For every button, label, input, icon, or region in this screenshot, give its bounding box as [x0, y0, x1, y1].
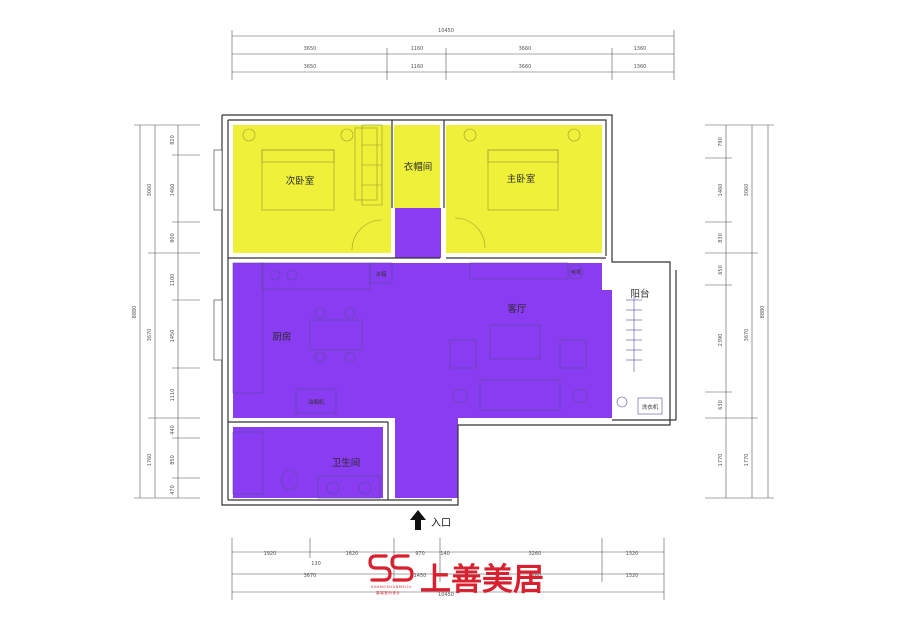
second-bedroom-nightstand-lamp [242, 128, 256, 142]
dim-top-row1-b: 1160 [411, 46, 424, 52]
dim-bottom-row1-f: 1320 [626, 551, 639, 557]
logo-romanized: SHANGSHANMEIJU [371, 585, 412, 589]
dim-right-lower: 1770 [718, 454, 724, 467]
dim-right-upper-3: 830 [718, 233, 724, 243]
ss-monogram-icon [368, 554, 414, 582]
brand-logo: SHANGSHANMEIJU 高端室内设计 上善美居 [368, 554, 544, 598]
armchair-right [559, 339, 587, 369]
dim-bottom-row1-e: 3260 [529, 551, 542, 557]
dim-bottom-row2-a: 3670 [304, 573, 317, 579]
dim-bottom-row1-c: 970 [415, 551, 425, 557]
up-arrow-icon [410, 510, 426, 530]
label-living-room: 客厅 [507, 303, 527, 315]
logo-name: 上善美居 [420, 562, 544, 598]
label-walk-in-closet: 衣帽间 [404, 161, 433, 173]
label-washer: 洗衣机 [642, 403, 659, 411]
dim-top-row2-c: 3660 [519, 64, 532, 70]
dining-table [309, 319, 363, 351]
armchair-left [449, 339, 477, 369]
dim-top-row1-a: 3650 [304, 46, 317, 52]
label-kitchen: 厨房 [272, 331, 291, 343]
fixture-labels: 冰箱 电视 油烟机 洗衣机 [308, 268, 659, 411]
entry-label: 入口 [431, 518, 451, 529]
label-master-bedroom: 主卧室 [507, 173, 536, 185]
dim-bottom-row1-b: 1620 [346, 551, 359, 557]
dim-bottom-row1-a: 1920 [264, 551, 277, 557]
dim-right-upper-total: 3060 [744, 184, 750, 197]
dim-left-upper-3: 800 [170, 233, 176, 243]
label-second-bedroom: 次卧室 [286, 175, 315, 187]
second-bedroom-zone [233, 125, 391, 253]
bathroom-zone [233, 427, 383, 498]
furniture [232, 124, 663, 499]
dim-left-upper-2: 1460 [170, 184, 176, 197]
dim-left-upper-total: 3060 [147, 184, 153, 197]
bottom-dimensions: 1920 1620 970 140 3260 1320 130 3670 145… [231, 538, 665, 600]
living-sofa [479, 379, 561, 411]
dim-top-row1-c: 3660 [519, 46, 532, 52]
dim-right-mid-total: 3670 [744, 329, 750, 342]
dim-left-lower-3: 470 [170, 485, 176, 495]
dim-left-mid-1: 1100 [170, 274, 176, 287]
master-bedroom-zone [446, 125, 602, 253]
coffee-table [489, 324, 541, 360]
dim-right-mid-3: 630 [718, 400, 724, 410]
dim-right-upper-1: 790 [718, 137, 724, 147]
logo-tagline: 高端室内设计 [376, 590, 401, 595]
room-labels: 次卧室 衣帽间 主卧室 厨房 客厅 阳台 卫生间 [272, 161, 649, 469]
dim-right-outer: 8880 [760, 306, 766, 319]
dim-top-total: 10450 [438, 28, 454, 34]
dim-left-upper-1: 820 [170, 135, 176, 145]
dim-right-upper-2: 1460 [718, 184, 724, 197]
right-dimensions: 8880 3060 3670 1770 790 1460 830 650 239… [705, 124, 774, 499]
dim-left-lower-2: 850 [170, 455, 176, 465]
zones [233, 125, 612, 498]
dim-left-outer: 8880 [132, 306, 138, 319]
label-fridge: 冰箱 [375, 270, 387, 278]
dim-top-row2-d: 1360 [634, 64, 647, 70]
dim-bottom-row2-d: 1320 [626, 573, 639, 579]
dim-bottom-row2-c: 3260 [529, 573, 542, 579]
label-range-hood: 油烟机 [308, 398, 325, 406]
dim-left-lower-1: 440 [170, 425, 176, 435]
dim-right-mid-2: 2390 [718, 334, 724, 347]
dim-left-mid-total: 3670 [147, 329, 153, 342]
top-dimensions: 10450 3650 1160 3660 1360 3650 1160 3660… [231, 28, 675, 80]
walk-in-closet-zone [394, 125, 440, 208]
second-bedroom-door-swing [351, 219, 383, 251]
dim-bottom-row2-b: 1450 [414, 573, 427, 579]
walls [213, 114, 677, 506]
dim-top-row2-b: 1160 [411, 64, 424, 70]
dim-bottom-total: 10450 [438, 592, 454, 598]
dim-bottom-row1-d: 140 [440, 551, 450, 557]
tv-cabinet [469, 262, 569, 280]
living-kitchen-zone [233, 263, 612, 498]
corridor-zone [395, 208, 441, 258]
dim-top-row1-d: 1360 [634, 46, 647, 52]
label-bathroom: 卫生间 [332, 457, 361, 469]
label-balcony: 阳台 [630, 288, 649, 300]
dim-left-mid-2: 1450 [170, 330, 176, 343]
dim-left-lower-total: 1760 [147, 454, 153, 467]
dim-top-row2-a: 3650 [304, 64, 317, 70]
entry-marker: 入口 [410, 510, 451, 530]
dim-left-mid-3: 1110 [170, 389, 176, 402]
label-tv: 电视 [570, 268, 582, 276]
dim-right-mid-1: 650 [718, 265, 724, 275]
dim-right-lower-total: 1770 [744, 454, 750, 467]
dim-bottom-mid: 130 [311, 561, 321, 567]
second-bedroom-wardrobe [354, 127, 378, 201]
left-dimensions: 8880 3060 3670 1760 820 1460 800 1100 14… [132, 124, 200, 499]
